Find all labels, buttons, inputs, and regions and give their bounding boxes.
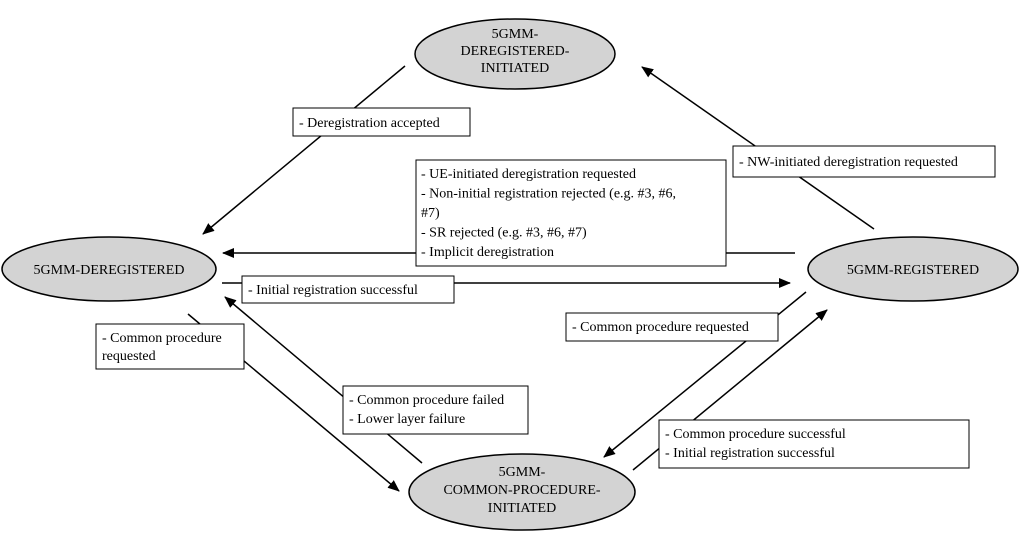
label-initial-reg: - Initial registration successful [241,275,455,304]
label-ue-initiated-text-line: - UE-initiated deregistration requested [421,167,636,182]
label-nw-initiated: - NW-initiated deregistration requested [732,145,996,178]
label-ue-initiated-text-line: - Non-initial registration rejected (e.g… [421,187,676,202]
label-common-failed-text-line: - Lower layer failure [349,412,465,427]
state-deregistered-label-line: 5GMM-DEREGISTERED [34,263,185,278]
state-common-proc-label: 5GMM- COMMON-PROCEDURE- INITIATED [443,465,600,516]
label-common-success: - Common procedure successful - Initial r… [658,419,970,469]
label-common-success-text-line: - Common procedure successful [665,427,846,442]
state-common-proc-label-line: INITIATED [488,501,556,516]
label-nw-initiated-text-line: - NW-initiated deregistration requested [739,155,958,170]
state-dereg-initiated: 5GMM- DEREGISTERED- INITIATED [414,18,616,90]
label-common-req-left: - Common procedure requested [95,323,245,370]
label-dereg-accepted: - Deregistration accepted [292,107,471,137]
state-dereg-initiated-label-line: 5GMM- [492,27,539,42]
label-common-success-text: - Common procedure successful - Initial r… [665,427,846,461]
label-common-req-right: - Common procedure requested [565,312,779,342]
label-ue-initiated-text-line: - SR rejected (e.g. #3, #6, #7) [421,226,587,241]
label-nw-initiated-text: - NW-initiated deregistration requested [739,155,958,170]
label-common-failed: - Common procedure failed - Lower layer f… [342,385,529,435]
state-registered: 5GMM-REGISTERED [807,236,1019,302]
label-common-success-text-line: - Initial registration successful [665,446,835,461]
state-dereg-initiated-label-line: INITIATED [481,61,549,76]
label-dereg-accepted-text: - Deregistration accepted [299,116,440,131]
label-ue-initiated-text-line: #7) [421,206,440,221]
label-common-req-right-text-line: - Common procedure requested [572,320,749,335]
label-common-failed-text-line: - Common procedure failed [349,393,504,408]
label-common-req-left-text-line: - Common procedure [102,331,222,346]
label-ue-initiated-text: - UE-initiated deregistration requested -… [421,167,676,260]
transition-common-proc-to-deregistered [224,296,423,464]
label-ue-initiated-text-line: - Implicit deregistration [421,245,554,260]
transition-dereg-initiated-to-deregistered [202,65,406,235]
state-dereg-initiated-label-line: DEREGISTERED- [461,44,570,59]
state-registered-label: 5GMM-REGISTERED [847,263,979,278]
state-deregistered-label: 5GMM-DEREGISTERED [34,263,185,278]
state-deregistered: 5GMM-DEREGISTERED [1,236,217,302]
label-common-req-right-text: - Common procedure requested [572,320,749,335]
label-initial-reg-text-line: - Initial registration successful [248,283,418,298]
label-ue-initiated: - UE-initiated deregistration requested -… [415,159,727,267]
label-initial-reg-text: - Initial registration successful [248,283,418,298]
label-common-req-left-text-line: requested [102,349,156,364]
state-common-proc-label-line: 5GMM- [499,465,546,480]
label-common-failed-text: - Common procedure failed - Lower layer f… [349,393,504,427]
state-dereg-initiated-label: 5GMM- DEREGISTERED- INITIATED [461,27,570,76]
state-common-proc: 5GMM- COMMON-PROCEDURE- INITIATED [408,453,636,531]
label-dereg-accepted-text-line: - Deregistration accepted [299,116,440,131]
label-common-req-left-text: - Common procedure requested [102,331,222,364]
state-registered-label-line: 5GMM-REGISTERED [847,263,979,278]
state-common-proc-label-line: COMMON-PROCEDURE- [443,483,600,498]
